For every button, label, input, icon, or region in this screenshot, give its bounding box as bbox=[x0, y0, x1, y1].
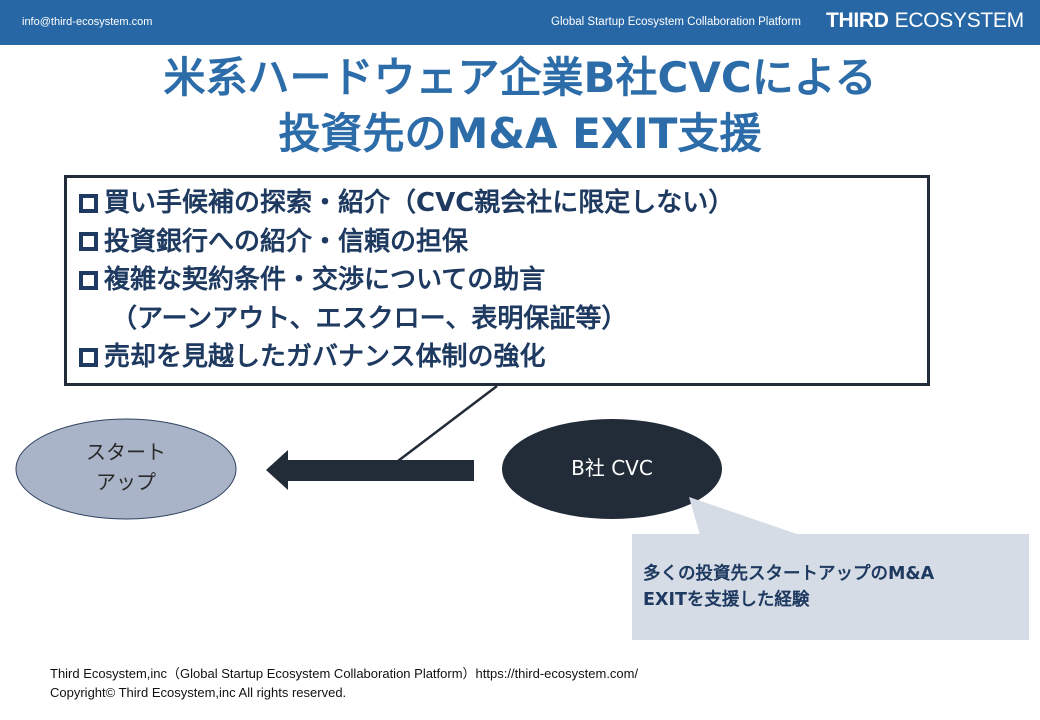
startup-label: スタート アップ bbox=[16, 437, 236, 497]
point-text: 買い手候補の探索・紹介（CVC親会社に限定しない） bbox=[104, 188, 735, 218]
callout-line-1: 多くの投資先スタートアップのM&A bbox=[643, 564, 935, 584]
logo-word-third: THIRD bbox=[826, 9, 889, 32]
callout-pointer bbox=[689, 497, 800, 535]
cvc-ellipse bbox=[502, 419, 722, 519]
contact-email[interactable]: info@third-ecosystem.com bbox=[22, 16, 153, 28]
point-text: （アーンアウト、エスクロー、表明保証等） bbox=[111, 303, 628, 334]
point-text: 売却を見越したガバナンス体制の強化 bbox=[104, 342, 546, 372]
point-item: 投資銀行への紹介・信頼の担保 bbox=[79, 223, 927, 262]
footer: Third Ecosystem,inc（Global Startup Ecosy… bbox=[50, 664, 638, 702]
startup-ellipse bbox=[15, 418, 237, 520]
square-bullet-icon bbox=[79, 193, 98, 213]
point-item: 複雑な契約条件・交渉についての助言 bbox=[79, 261, 927, 300]
callout-text: 多くの投資先スタートアップのM&A EXITを支援した経験 bbox=[643, 561, 1023, 613]
header-tagline: Global Startup Ecosystem Collaboration P… bbox=[551, 16, 801, 28]
connector-line bbox=[397, 385, 498, 462]
arrow-left-icon bbox=[266, 450, 474, 490]
square-bullet-icon bbox=[79, 270, 98, 290]
callout-line-2: EXITを支援した経験 bbox=[643, 590, 810, 610]
startup-label-line-1: スタート bbox=[86, 440, 166, 464]
callout-box bbox=[632, 534, 1029, 640]
footer-copyright: Copyright© Third Ecosystem,inc All right… bbox=[50, 685, 347, 700]
point-item-continuation: （アーンアウト、エスクロー、表明保証等） bbox=[79, 300, 927, 339]
square-bullet-icon bbox=[79, 347, 98, 367]
point-item: 買い手候補の探索・紹介（CVC親会社に限定しない） bbox=[79, 184, 927, 223]
footer-company-line: Third Ecosystem,inc（Global Startup Ecosy… bbox=[50, 666, 639, 681]
support-points-box: 買い手候補の探索・紹介（CVC親会社に限定しない） 投資銀行への紹介・信頼の担保… bbox=[64, 175, 930, 386]
point-text: 複雑な契約条件・交渉についての助言 bbox=[104, 265, 546, 295]
title-line-2: 投資先のM&A EXIT支援 bbox=[278, 109, 762, 158]
cvc-label: B社 CVC bbox=[571, 456, 653, 480]
slide-title: 米系ハードウェア企業B社CVCによる 投資先のM&A EXIT支援 bbox=[0, 50, 1040, 162]
point-item: 売却を見越したガバナンス体制の強化 bbox=[79, 338, 927, 377]
logo-word-ecosystem: ECOSYSTEM bbox=[894, 9, 1024, 32]
square-bullet-icon bbox=[79, 232, 98, 252]
point-text: 投資銀行への紹介・信頼の担保 bbox=[104, 226, 469, 257]
title-line-1: 米系ハードウェア企業B社CVCによる bbox=[163, 53, 877, 102]
startup-label-line-2: アップ bbox=[96, 470, 156, 494]
header-bar: info@third-ecosystem.com Global Startup … bbox=[0, 0, 1040, 45]
